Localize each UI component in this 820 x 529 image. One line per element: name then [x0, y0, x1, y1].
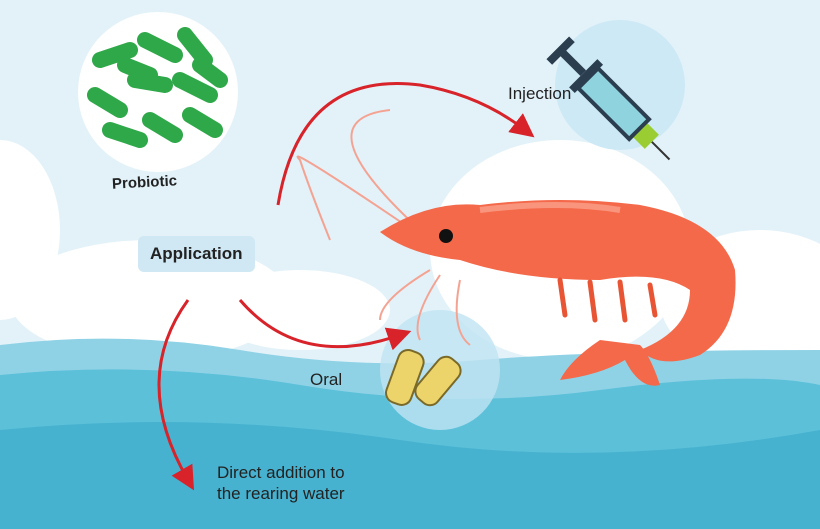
shrimp-illustration	[296, 109, 736, 386]
arrows	[157, 82, 535, 491]
injection-label: Injection	[508, 84, 572, 103]
direct-addition-line1: Direct addition to	[217, 463, 345, 482]
arrow-oral	[238, 299, 412, 351]
oral-label: Oral	[310, 370, 343, 389]
direct-addition-line2: the rearing water	[217, 484, 345, 503]
feed-pellets-icon	[385, 348, 462, 407]
direct-addition-label: Direct addition to the rearing water	[217, 462, 345, 504]
injection-bubble	[555, 20, 685, 150]
probiotic-label: Probiotic	[111, 172, 178, 193]
probiotic-bacteria-icon	[78, 12, 238, 172]
arrow-water	[157, 299, 195, 491]
arrow-injection	[276, 82, 535, 206]
sea	[0, 338, 820, 529]
application-box: Application	[138, 236, 255, 272]
syringe-icon	[546, 36, 671, 161]
